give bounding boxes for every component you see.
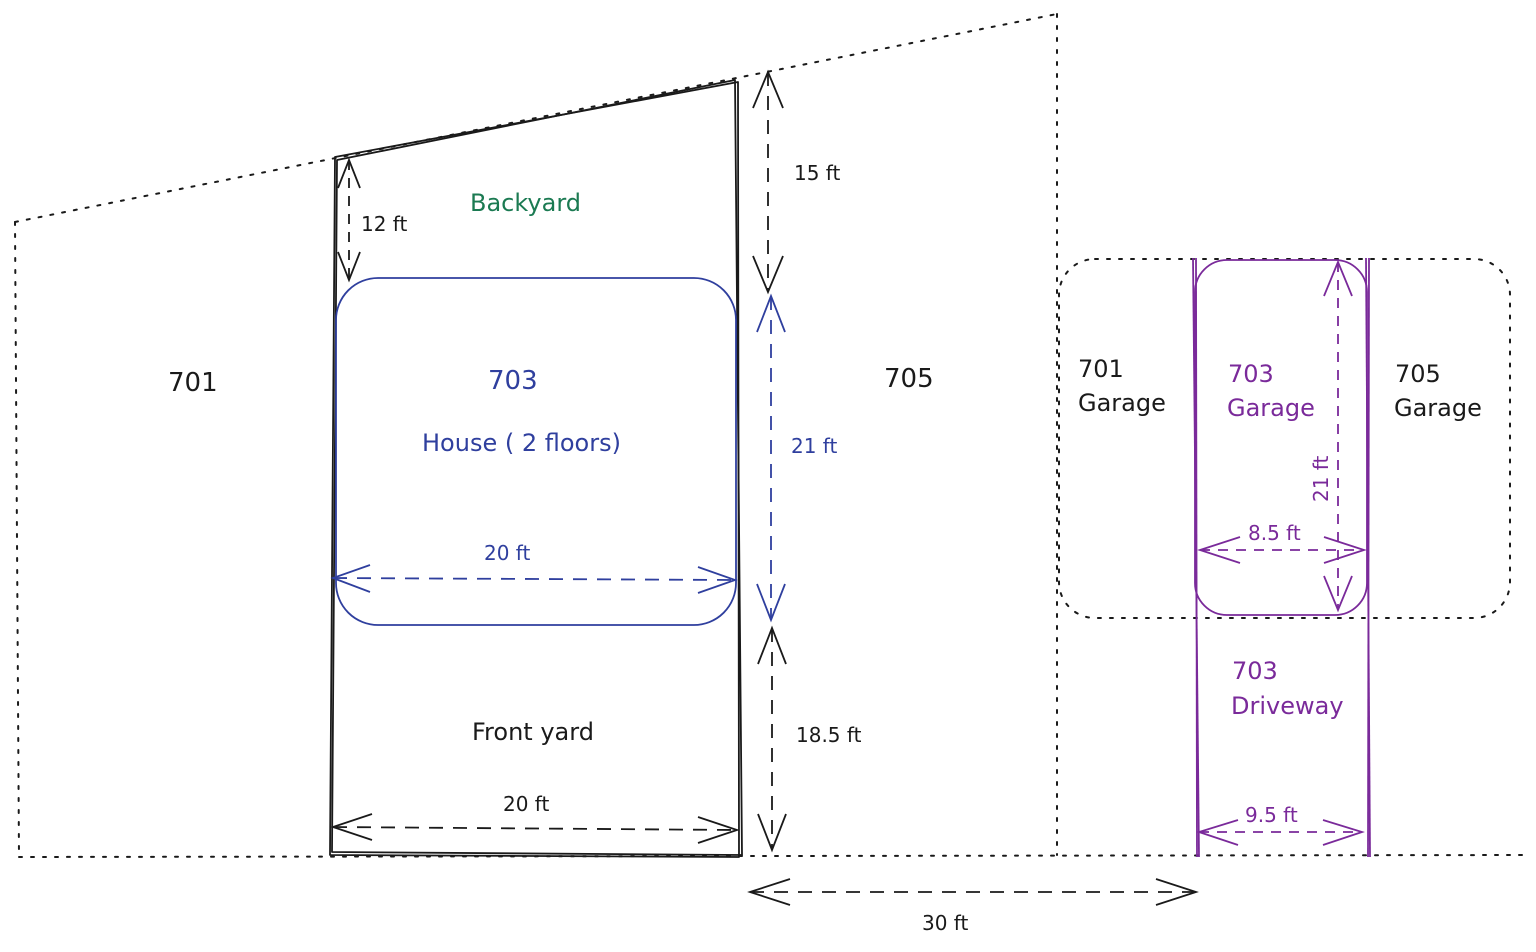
backyard-label: Backyard [470,189,581,217]
lot-703-boundary [329,79,743,858]
garage-703-word: Garage [1227,394,1315,422]
lot-703-label: 703 [488,366,538,396]
house-depth-label: 21 ft [791,434,837,458]
garage-depth-label: 21 ft [1309,456,1333,502]
side-gap-arrow [747,878,1199,906]
backyard-depth-arrow [337,157,361,283]
backyard-depth-label: 12 ft [361,212,407,236]
garage-depth-arrow [1323,259,1353,613]
house-label: House ( 2 floors) [422,429,621,457]
garage-703-outline [1194,259,1368,616]
block-outline [14,13,1526,858]
front-setback-arrow [757,625,787,853]
garage-703-number: 703 [1228,360,1274,388]
garage-701-word: Garage [1078,389,1166,417]
garage-width-label: 8.5 ft [1248,521,1301,545]
house-outline [335,277,737,626]
rear-setback-arrow [752,69,784,295]
garage-block-outline [1058,258,1511,619]
garage-705-word: Garage [1394,394,1482,422]
garage-701-number: 701 [1078,355,1124,383]
lot-width-label: 20 ft [503,792,549,816]
driveway-width-label: 9.5 ft [1245,803,1298,827]
garage-705-number: 705 [1395,360,1441,388]
lot-705-label: 705 [884,364,934,394]
side-gap-label: 30 ft [922,911,968,935]
driveway-width-arrow [1196,819,1365,846]
lot-701-label: 701 [168,368,218,398]
garage-width-arrow [1197,536,1367,564]
front-yard-label: Front yard [472,718,594,746]
rear-setback-label: 15 ft [794,161,840,185]
house-width-arrow [330,564,738,594]
house-depth-arrow [756,293,786,623]
driveway-word: Driveway [1231,692,1344,720]
lot-width-arrow [330,813,740,844]
house-width-label: 20 ft [484,541,530,565]
front-setback-label: 18.5 ft [796,723,862,747]
driveway-number: 703 [1232,657,1278,685]
